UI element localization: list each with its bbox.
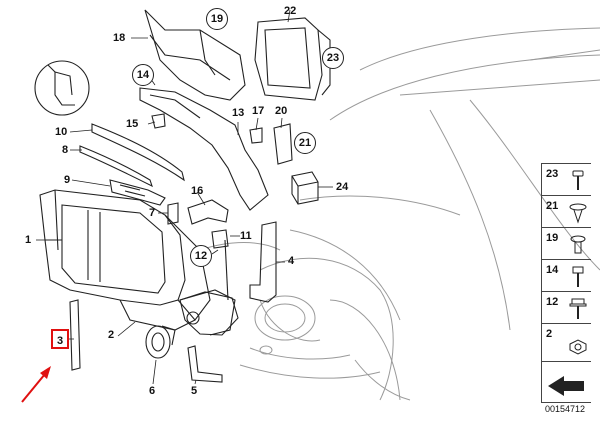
legend-number: 21 xyxy=(546,200,559,212)
callout-15: 15 xyxy=(126,118,139,130)
callout-9: 9 xyxy=(64,174,71,186)
clip-icon xyxy=(569,203,587,224)
direction-arrow-icon xyxy=(548,376,584,396)
legend-arrow-cell xyxy=(542,361,591,403)
legend-item-19: 19 xyxy=(542,227,591,259)
callout-22: 22 xyxy=(284,5,297,17)
front-carrier xyxy=(39,189,236,336)
catalog-number: 00154712 xyxy=(545,404,586,414)
callout-14: 14 xyxy=(132,64,154,86)
callout-24: 24 xyxy=(336,181,349,193)
legend-number: 19 xyxy=(546,232,559,244)
callout-3-highlighted: 3 xyxy=(51,329,69,349)
legend-number: 23 xyxy=(546,168,559,180)
highlight-arrow xyxy=(21,366,51,403)
bolt-washer-icon xyxy=(569,298,587,319)
upper-duct-assembly xyxy=(144,9,331,101)
leader-lines xyxy=(36,9,333,385)
legend-item-21: 21 xyxy=(542,195,591,227)
callout-5: 5 xyxy=(191,385,198,397)
legend-item-14: 14 xyxy=(542,259,591,291)
callout-12: 12 xyxy=(190,245,212,267)
callout-18: 18 xyxy=(113,32,126,44)
callout-11: 11 xyxy=(240,230,252,242)
legend-item-12: 12 xyxy=(542,291,591,323)
legend-item-2: 2 xyxy=(542,323,591,361)
legend-item-23: 23 xyxy=(542,163,591,195)
rivet-icon xyxy=(570,235,586,254)
car-body-outline xyxy=(199,27,600,401)
callout-20: 20 xyxy=(275,105,288,117)
callout-23: 23 xyxy=(322,47,344,69)
callout-13: 13 xyxy=(232,107,245,119)
legend-number: 12 xyxy=(546,296,559,308)
callout-16: 16 xyxy=(191,185,204,197)
callout-7: 7 xyxy=(149,207,156,219)
callout-19: 19 xyxy=(206,8,228,30)
small-parts xyxy=(69,113,319,383)
callout-6: 6 xyxy=(149,385,156,397)
callout-8: 8 xyxy=(62,144,69,156)
screw-icon xyxy=(572,170,584,190)
callout-17: 17 xyxy=(252,105,265,117)
legend-number: 2 xyxy=(546,328,553,340)
callout-21: 21 xyxy=(294,132,316,154)
nut-clip-icon xyxy=(569,339,587,355)
callout-1: 1 xyxy=(25,234,32,246)
rail-pieces xyxy=(79,123,185,206)
support-bracket xyxy=(139,87,269,211)
legend-number: 14 xyxy=(546,264,559,276)
callout-4: 4 xyxy=(288,255,295,267)
callout-2: 2 xyxy=(108,329,115,341)
callout-10: 10 xyxy=(55,126,68,138)
detail-circle xyxy=(34,60,90,116)
fastener-legend: 23 21 19 14 12 2 xyxy=(541,163,591,403)
bolt-icon xyxy=(572,266,584,287)
